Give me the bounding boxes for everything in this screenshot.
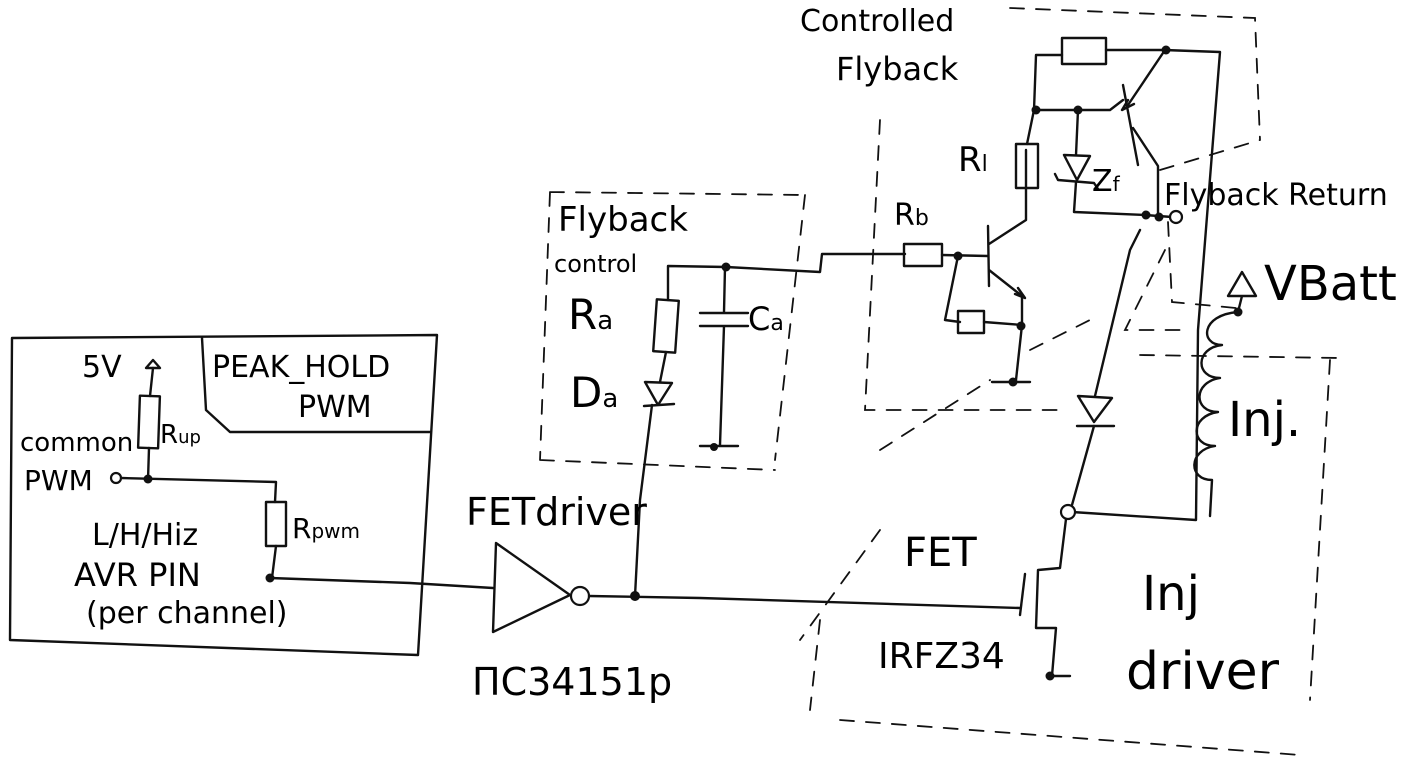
fet-driver-triangle bbox=[491, 541, 572, 634]
peak-hold-box bbox=[200, 336, 432, 434]
rb-label: Rb bbox=[894, 198, 929, 233]
avr-box-outline bbox=[8, 333, 439, 657]
flyback-pnp-transistor bbox=[1120, 48, 1167, 219]
flyback-return-terminal bbox=[1168, 209, 1184, 225]
flyback-control-box bbox=[539, 191, 806, 471]
top-resistor bbox=[1060, 36, 1108, 66]
zf-label: Zf bbox=[1092, 164, 1120, 199]
rpwm-label: Rpwm bbox=[292, 512, 361, 545]
ca-label: Ca bbox=[748, 300, 784, 338]
ra-label: Ra bbox=[568, 290, 614, 339]
avr-to-driver-wire bbox=[268, 576, 495, 590]
inj-driver-label: Inj bbox=[1142, 566, 1200, 622]
rl-wire bbox=[1025, 108, 1036, 146]
rpwm-wire bbox=[270, 544, 278, 580]
junction bbox=[1154, 212, 1164, 222]
junction bbox=[710, 443, 718, 451]
five-v-label: 5V bbox=[82, 350, 122, 385]
rup-label: Rup bbox=[160, 420, 201, 450]
controlled-flyback-label-2: Flyback bbox=[836, 50, 959, 88]
flyback-control-label: Flyback bbox=[558, 200, 688, 240]
driver-output-wire bbox=[587, 594, 1022, 610]
da-label: Da bbox=[570, 368, 619, 417]
drain-node bbox=[1059, 503, 1077, 521]
common-pwm-wire bbox=[119, 476, 278, 504]
flyback-control-top bbox=[666, 252, 907, 302]
diode-da bbox=[642, 350, 676, 408]
junction bbox=[1016, 321, 1026, 331]
rup-wire-top bbox=[148, 366, 155, 398]
flyback-control-feed bbox=[633, 403, 654, 598]
controlled-flyback-box bbox=[864, 7, 1261, 411]
fet-label: FET bbox=[904, 530, 977, 576]
flyback-diode bbox=[1075, 228, 1142, 428]
flyback-return-label: Flyback Return bbox=[1164, 178, 1388, 213]
mc34151p-label: ΠC34151p bbox=[472, 660, 673, 704]
flyback-control-label-2: control bbox=[554, 250, 638, 278]
junction bbox=[1008, 377, 1018, 387]
junction bbox=[143, 474, 153, 484]
avr-pin-label: AVR PIN bbox=[74, 556, 201, 594]
vbatt-dashed-link bbox=[1167, 221, 1237, 309]
vbatt-label: VBatt bbox=[1264, 256, 1397, 312]
peak-hold-pwm-label: PWM bbox=[298, 390, 372, 425]
common-pwm-label-2: PWM bbox=[24, 464, 93, 497]
per-channel-label: (per channel) bbox=[86, 596, 288, 631]
lhhiz-label: L/H/Hiz bbox=[92, 518, 199, 553]
rb-wire bbox=[940, 253, 990, 258]
controlled-flyback-label: Controlled bbox=[800, 4, 955, 39]
common-pwm-label: common bbox=[20, 428, 134, 458]
inj-label: Inj. bbox=[1228, 392, 1302, 448]
fet-gate bbox=[1018, 572, 1027, 617]
zener-zf bbox=[1053, 153, 1100, 191]
drain-wire bbox=[1070, 424, 1096, 507]
junction bbox=[1141, 210, 1151, 220]
peak-hold-label: PEAK_HOLD bbox=[212, 350, 391, 385]
capacitor-ca bbox=[698, 265, 750, 448]
fet-driver-label: FETdriver bbox=[466, 490, 647, 534]
base-resistor-wire bbox=[943, 254, 962, 324]
top-wiring bbox=[1032, 48, 1222, 522]
irfz34-label: IRFZ34 bbox=[878, 636, 1005, 677]
flyback-npn-transistor bbox=[986, 148, 1028, 300]
inj-driver-label-2: driver bbox=[1126, 642, 1279, 702]
fet-box bbox=[799, 319, 1341, 756]
rl-label: Rl bbox=[958, 140, 988, 180]
injector-coil bbox=[1193, 310, 1240, 518]
junction bbox=[1045, 671, 1055, 681]
